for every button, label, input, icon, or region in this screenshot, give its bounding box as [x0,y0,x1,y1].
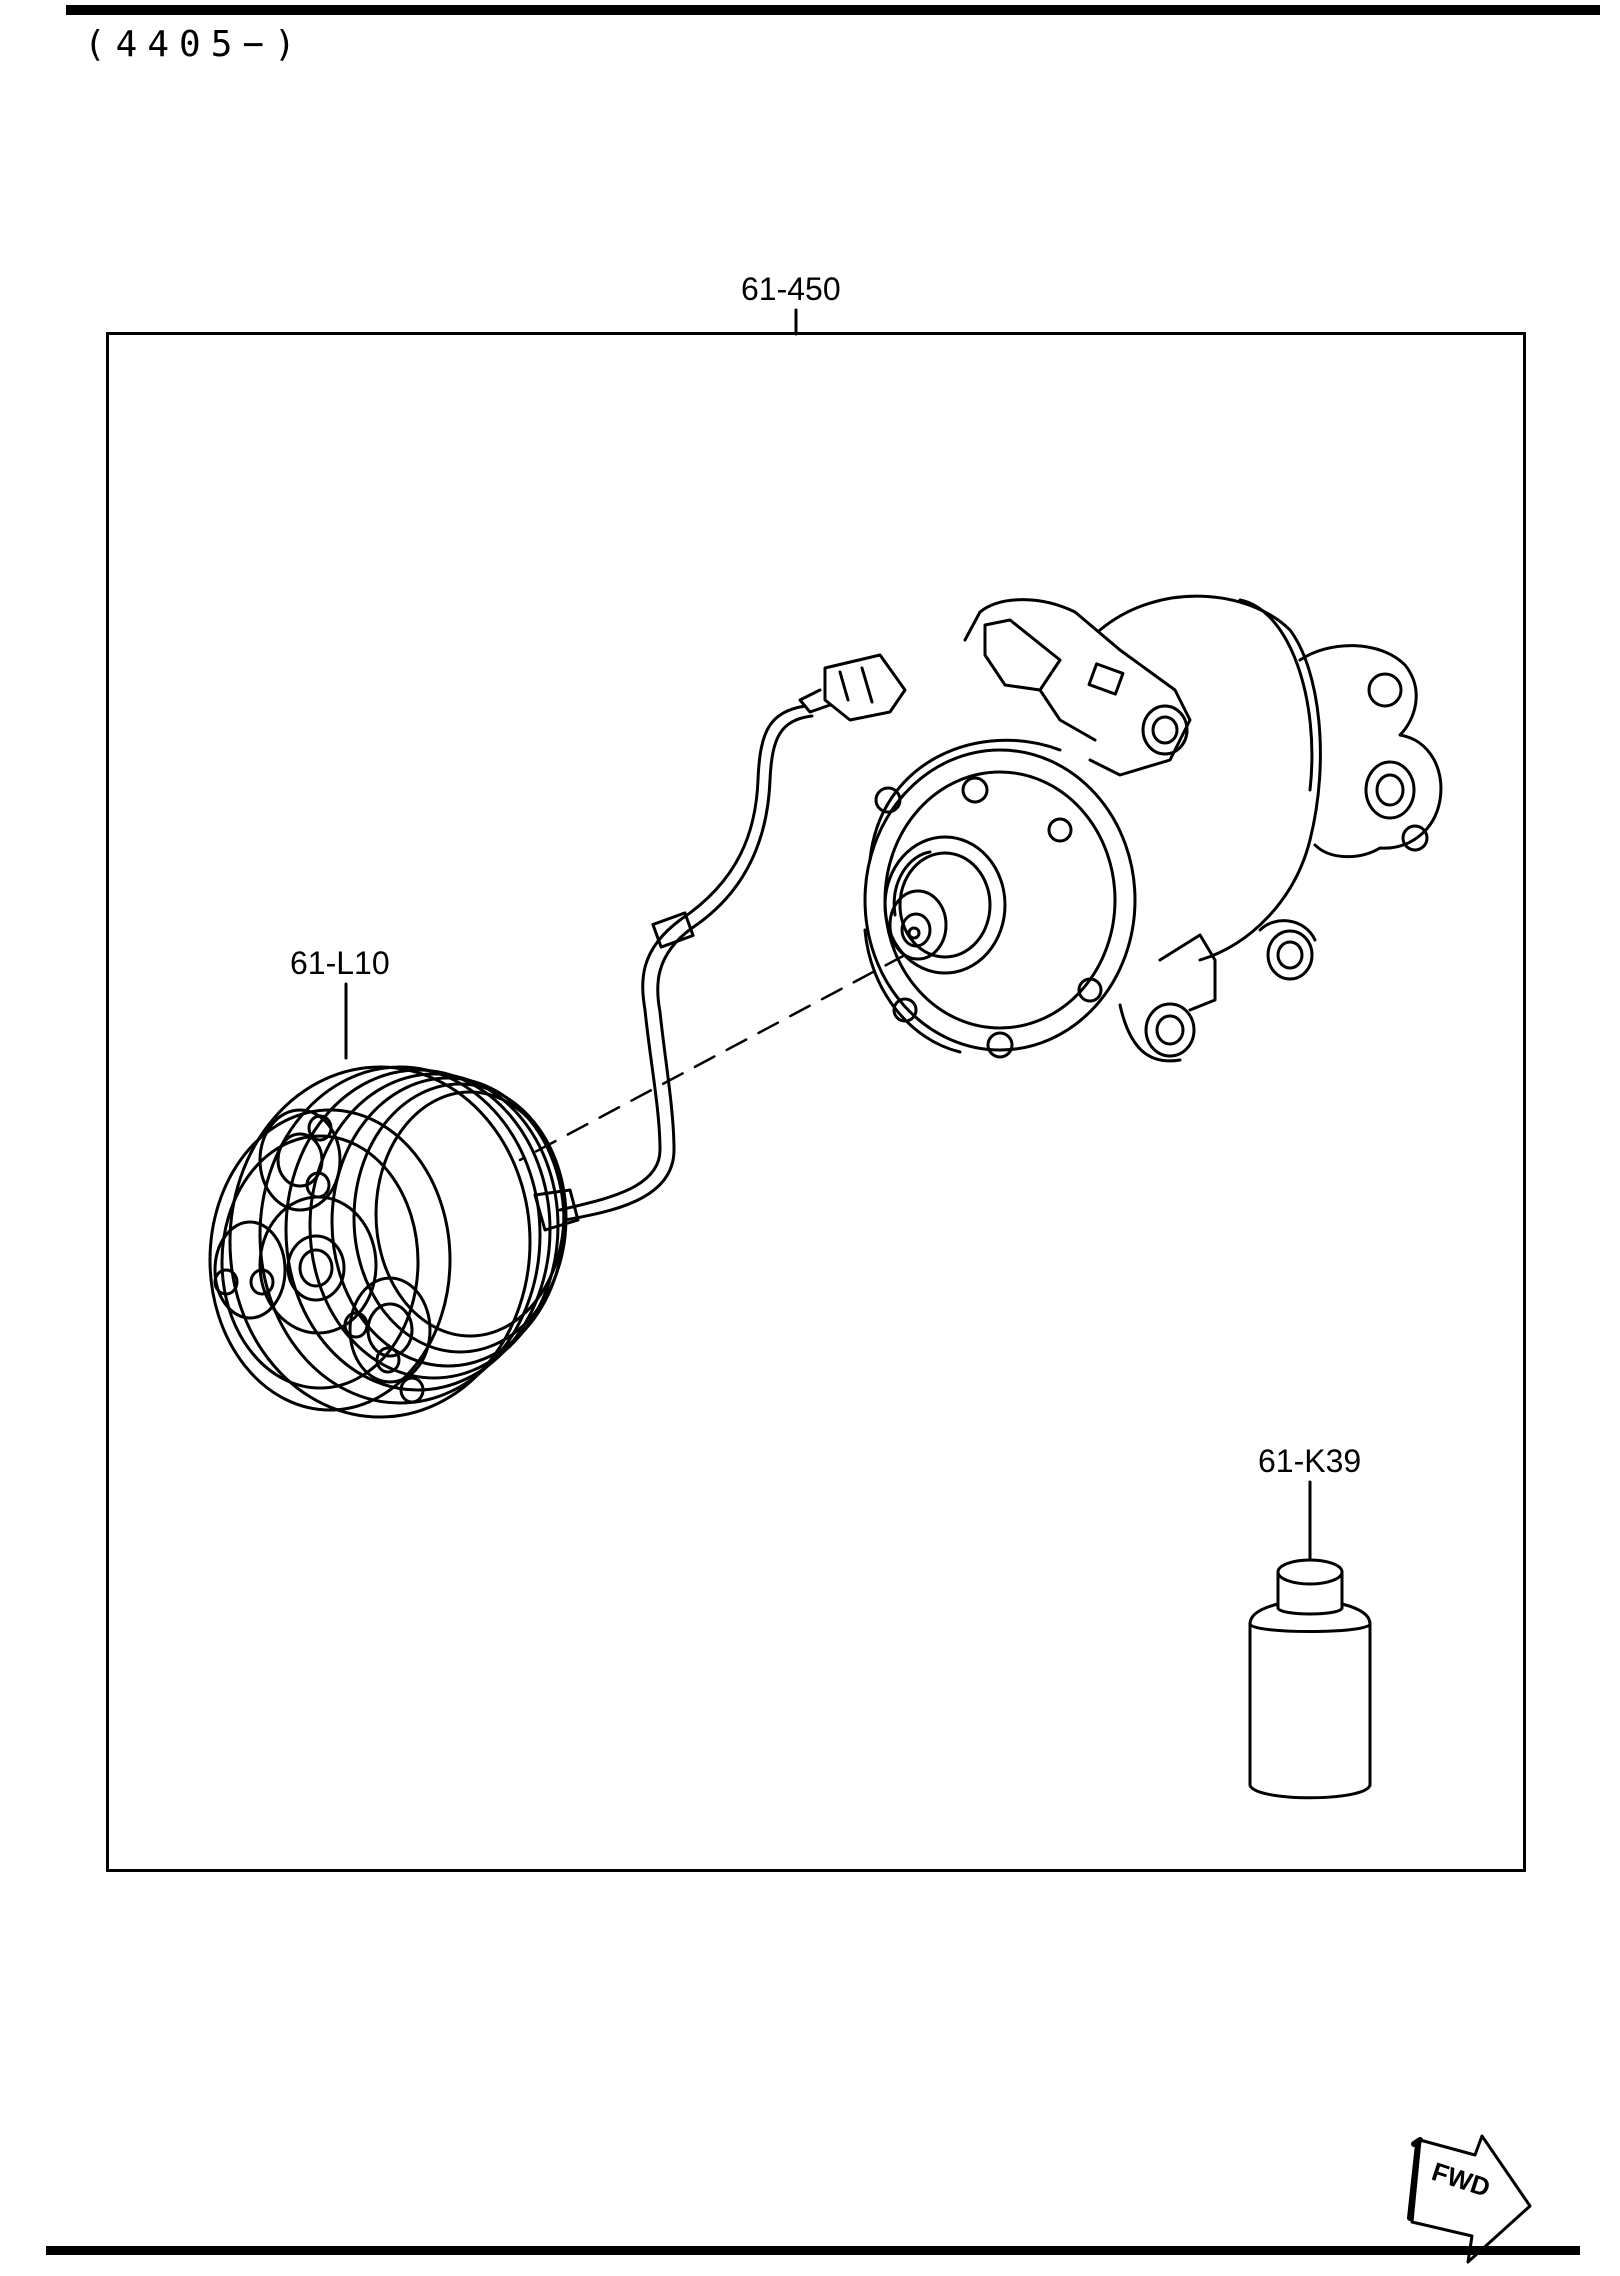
callout-oil[interactable]: 61-K39 [1258,1443,1362,1479]
callout-assembly[interactable]: 61-450 [741,271,841,307]
fwd-arrow-icon [1407,2134,1532,2264]
oil-bottle-drawing [1248,1558,1372,1800]
shaft-axis [518,953,907,1162]
bottom-rule [46,2246,1580,2255]
compressor-drawing [863,594,1443,1063]
fwd-label: FWD [1428,2156,1494,2203]
top-rule [66,5,1600,15]
clutch-drawing [208,1065,568,1419]
callout-clutch[interactable]: 61-L10 [290,945,390,981]
harness-drawing [533,653,907,1232]
assembly-frame [106,332,1526,1872]
model-code: (4405−) [84,24,306,65]
